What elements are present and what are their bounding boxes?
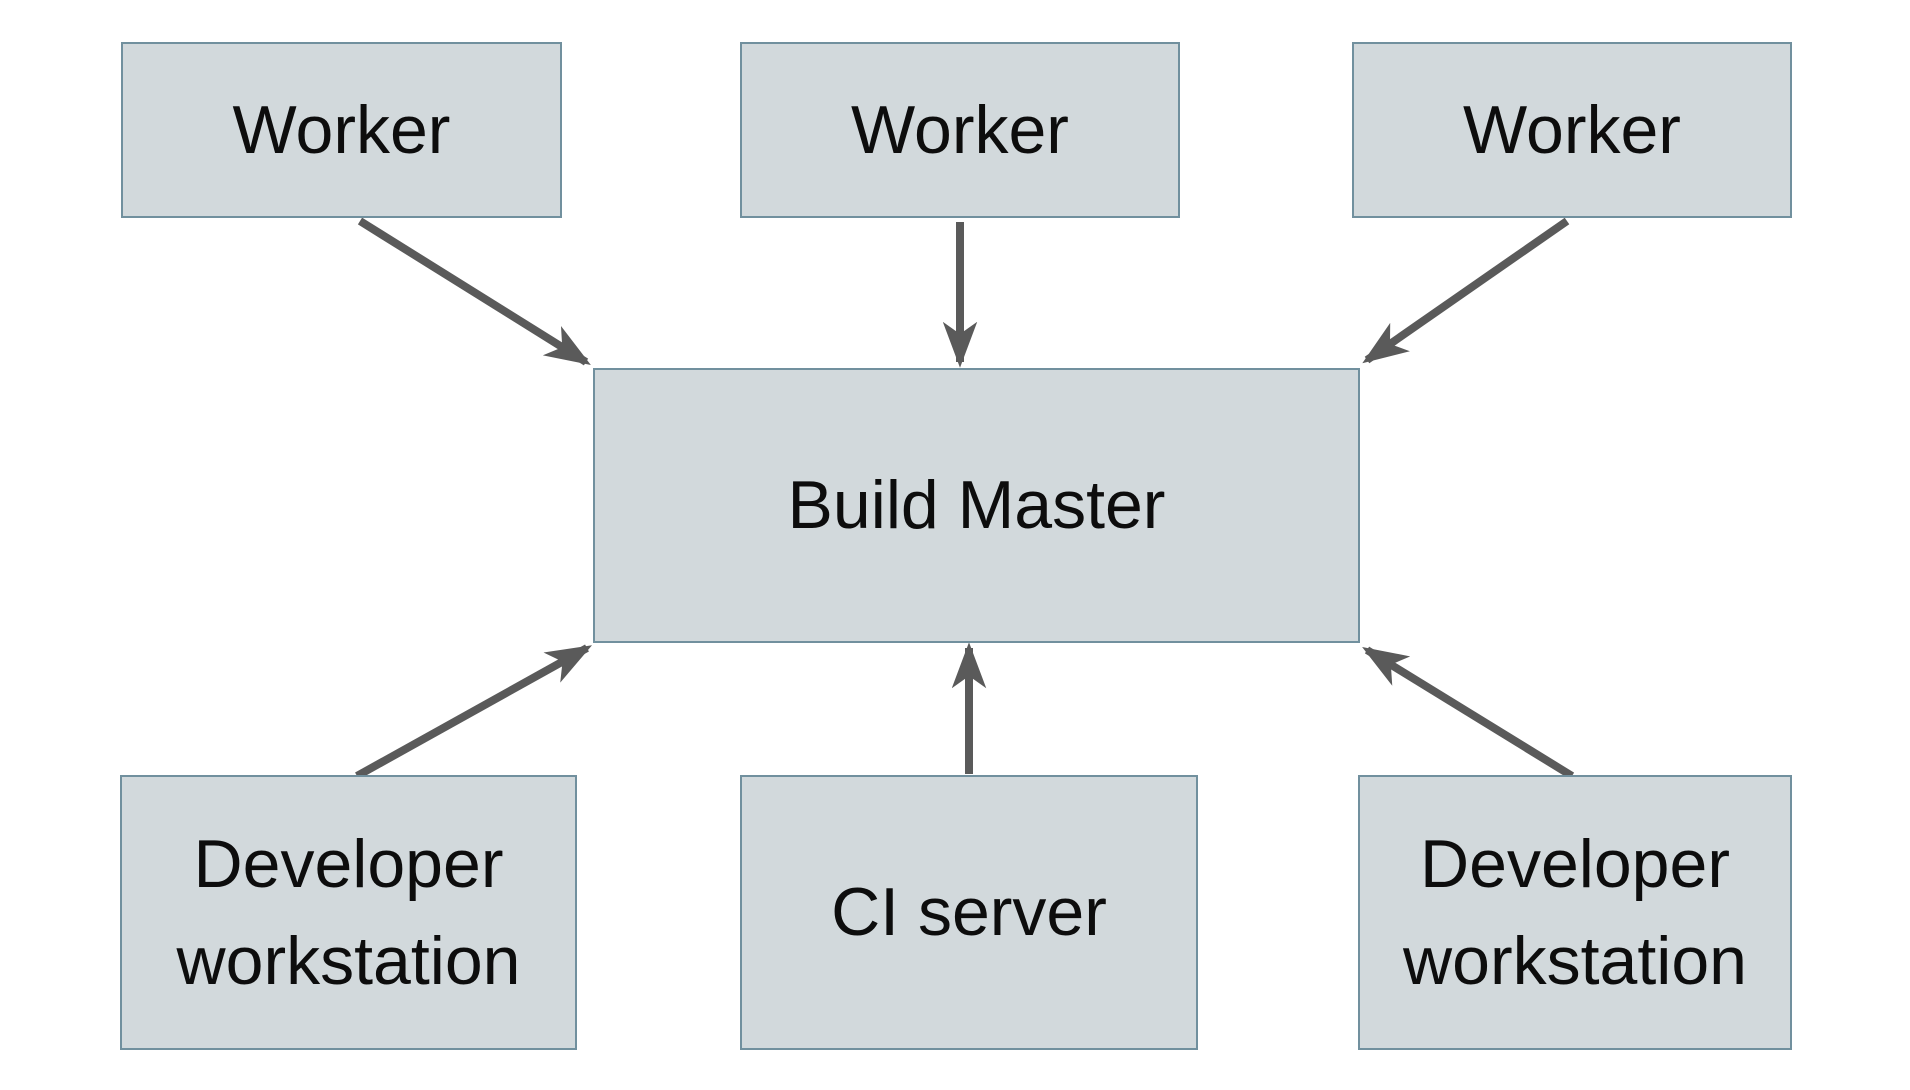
node-worker-1-label: Worker xyxy=(232,91,451,168)
node-worker-2-label: Worker xyxy=(851,91,1069,168)
node-worker-3: Worker xyxy=(1352,42,1792,218)
node-worker-2: Worker xyxy=(740,42,1180,218)
node-developer-workstation-right-label: Developer workstation xyxy=(1403,825,1747,999)
node-developer-workstation-left: Developer workstation xyxy=(120,775,577,1050)
arrow-worker3-to-buildmaster xyxy=(1362,217,1570,364)
node-ci-server-label: CI server xyxy=(831,874,1107,951)
node-developer-workstation-right: Developer workstation xyxy=(1358,775,1792,1050)
arrow-devright-to-buildmaster xyxy=(1362,646,1575,780)
arrow-worker1-to-buildmaster xyxy=(357,217,591,366)
node-worker-3-label: Worker xyxy=(1463,91,1681,168)
node-worker-1: Worker xyxy=(121,42,562,218)
node-ci-server: CI server xyxy=(740,775,1198,1050)
node-build-master-label: Build Master xyxy=(787,467,1166,544)
arrow-devleft-to-buildmaster xyxy=(355,644,593,780)
node-build-master: Build Master xyxy=(593,368,1360,643)
node-developer-workstation-left-label: Developer workstation xyxy=(176,825,521,999)
